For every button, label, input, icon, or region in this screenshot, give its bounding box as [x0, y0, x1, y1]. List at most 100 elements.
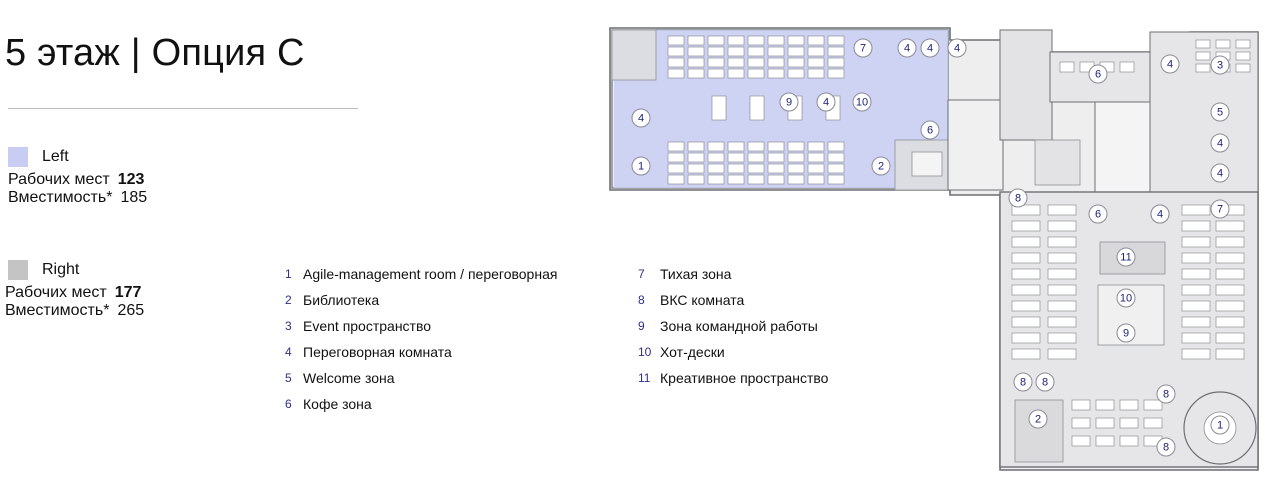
- desk: [667, 141, 685, 152]
- desk: [767, 57, 785, 68]
- desk: [1011, 220, 1041, 232]
- room-tag-label: 4: [823, 97, 829, 109]
- room-tag-label: 8: [1163, 389, 1169, 401]
- room-tag: 4: [631, 108, 651, 128]
- room-tag-label: 6: [1095, 209, 1101, 221]
- zone-right-capacity-label: Вместимость*: [5, 302, 110, 319]
- desk: [1235, 63, 1251, 73]
- zone-right-capacity-value: 265: [117, 302, 145, 319]
- room-tag: 6: [1088, 204, 1108, 224]
- zone-left-summary: Left Рабочих мест 123 Вместимость* 185: [8, 147, 147, 207]
- room-tag-label: 4: [1167, 59, 1173, 71]
- room-key-number: 3: [285, 319, 292, 333]
- desk: [727, 68, 745, 79]
- right-zone-swatch: [8, 260, 28, 280]
- room-key-number: 8: [638, 293, 645, 307]
- desk: [827, 35, 845, 46]
- desk: [727, 57, 745, 68]
- desk: [1235, 39, 1251, 49]
- desk: [827, 68, 845, 79]
- desk: [707, 174, 725, 185]
- core-area: [947, 29, 1156, 196]
- desk: [747, 141, 765, 152]
- desk: [807, 141, 825, 152]
- room-tag: 7: [1210, 199, 1230, 219]
- room-key-number: 6: [285, 397, 292, 411]
- room-tag-label: 5: [1217, 107, 1223, 119]
- room-tag-label: 9: [1123, 328, 1129, 340]
- room-tag-label: 4: [904, 43, 910, 55]
- room-key-number: 9: [638, 319, 645, 333]
- desk: [827, 141, 845, 152]
- desk: [1071, 435, 1091, 447]
- room-tag: 2: [1028, 409, 1048, 429]
- right-zone-desks: [1011, 39, 1251, 447]
- desk: [707, 152, 725, 163]
- room-tag-label: 2: [1035, 414, 1041, 426]
- room-key-number: 7: [638, 267, 645, 281]
- desk: [767, 46, 785, 57]
- desk: [1195, 51, 1211, 61]
- room-tag: 8: [1008, 188, 1028, 208]
- desk: [727, 152, 745, 163]
- zone-right-workplaces-value: 177: [114, 284, 142, 301]
- desk: [1215, 348, 1245, 360]
- desk: [1047, 316, 1077, 328]
- title-divider: [8, 108, 358, 109]
- desk: [1047, 284, 1077, 296]
- zone-left-capacity-value: 185: [120, 189, 148, 206]
- room-tag-label: 10: [856, 97, 868, 109]
- desk: [1095, 399, 1115, 411]
- desk: [767, 174, 785, 185]
- room-tag-label: 1: [1217, 420, 1223, 432]
- room-tag-label: 2: [878, 161, 884, 173]
- desk: [767, 163, 785, 174]
- room-tag: 4: [897, 38, 917, 58]
- desk: [687, 163, 705, 174]
- room-tag-label: 8: [1015, 193, 1021, 205]
- desk: [1215, 300, 1245, 312]
- desk: [707, 35, 725, 46]
- desk: [1047, 252, 1077, 264]
- zone-right-summary: Right Рабочих мест 177 Вместимость* 265: [5, 260, 144, 320]
- desk: [1215, 268, 1245, 280]
- room-tag: 1: [1210, 415, 1230, 435]
- room-key-label: Креативное пространство: [660, 370, 829, 386]
- desk: [807, 174, 825, 185]
- room-tag: 8: [1156, 384, 1176, 404]
- room-tag-label: 8: [1020, 377, 1026, 389]
- desk: [747, 163, 765, 174]
- desk: [1047, 348, 1077, 360]
- desk: [767, 35, 785, 46]
- desk: [1181, 332, 1211, 344]
- desk: [667, 174, 685, 185]
- room-tag: 10: [852, 92, 872, 112]
- desk: [667, 68, 685, 79]
- desk: [1215, 220, 1245, 232]
- desk: [1195, 39, 1211, 49]
- room-key-label: Agile-management room / переговорная: [303, 266, 558, 282]
- desk: [787, 163, 805, 174]
- desk: [727, 174, 745, 185]
- desk: [1047, 332, 1077, 344]
- desk: [1119, 61, 1135, 73]
- room-tag-label: 10: [1120, 293, 1132, 305]
- desk: [1011, 300, 1041, 312]
- room-tag-label: 9: [786, 97, 792, 109]
- zone-right-workplaces-label: Рабочих мест: [5, 284, 107, 301]
- room-tag: 4: [947, 38, 967, 58]
- desk: [1011, 268, 1041, 280]
- desk: [827, 174, 845, 185]
- desk: [1047, 204, 1077, 216]
- desk: [807, 68, 825, 79]
- room-tag: 10: [1116, 288, 1136, 308]
- desk: [1011, 332, 1041, 344]
- room-tag-label: 7: [860, 43, 866, 55]
